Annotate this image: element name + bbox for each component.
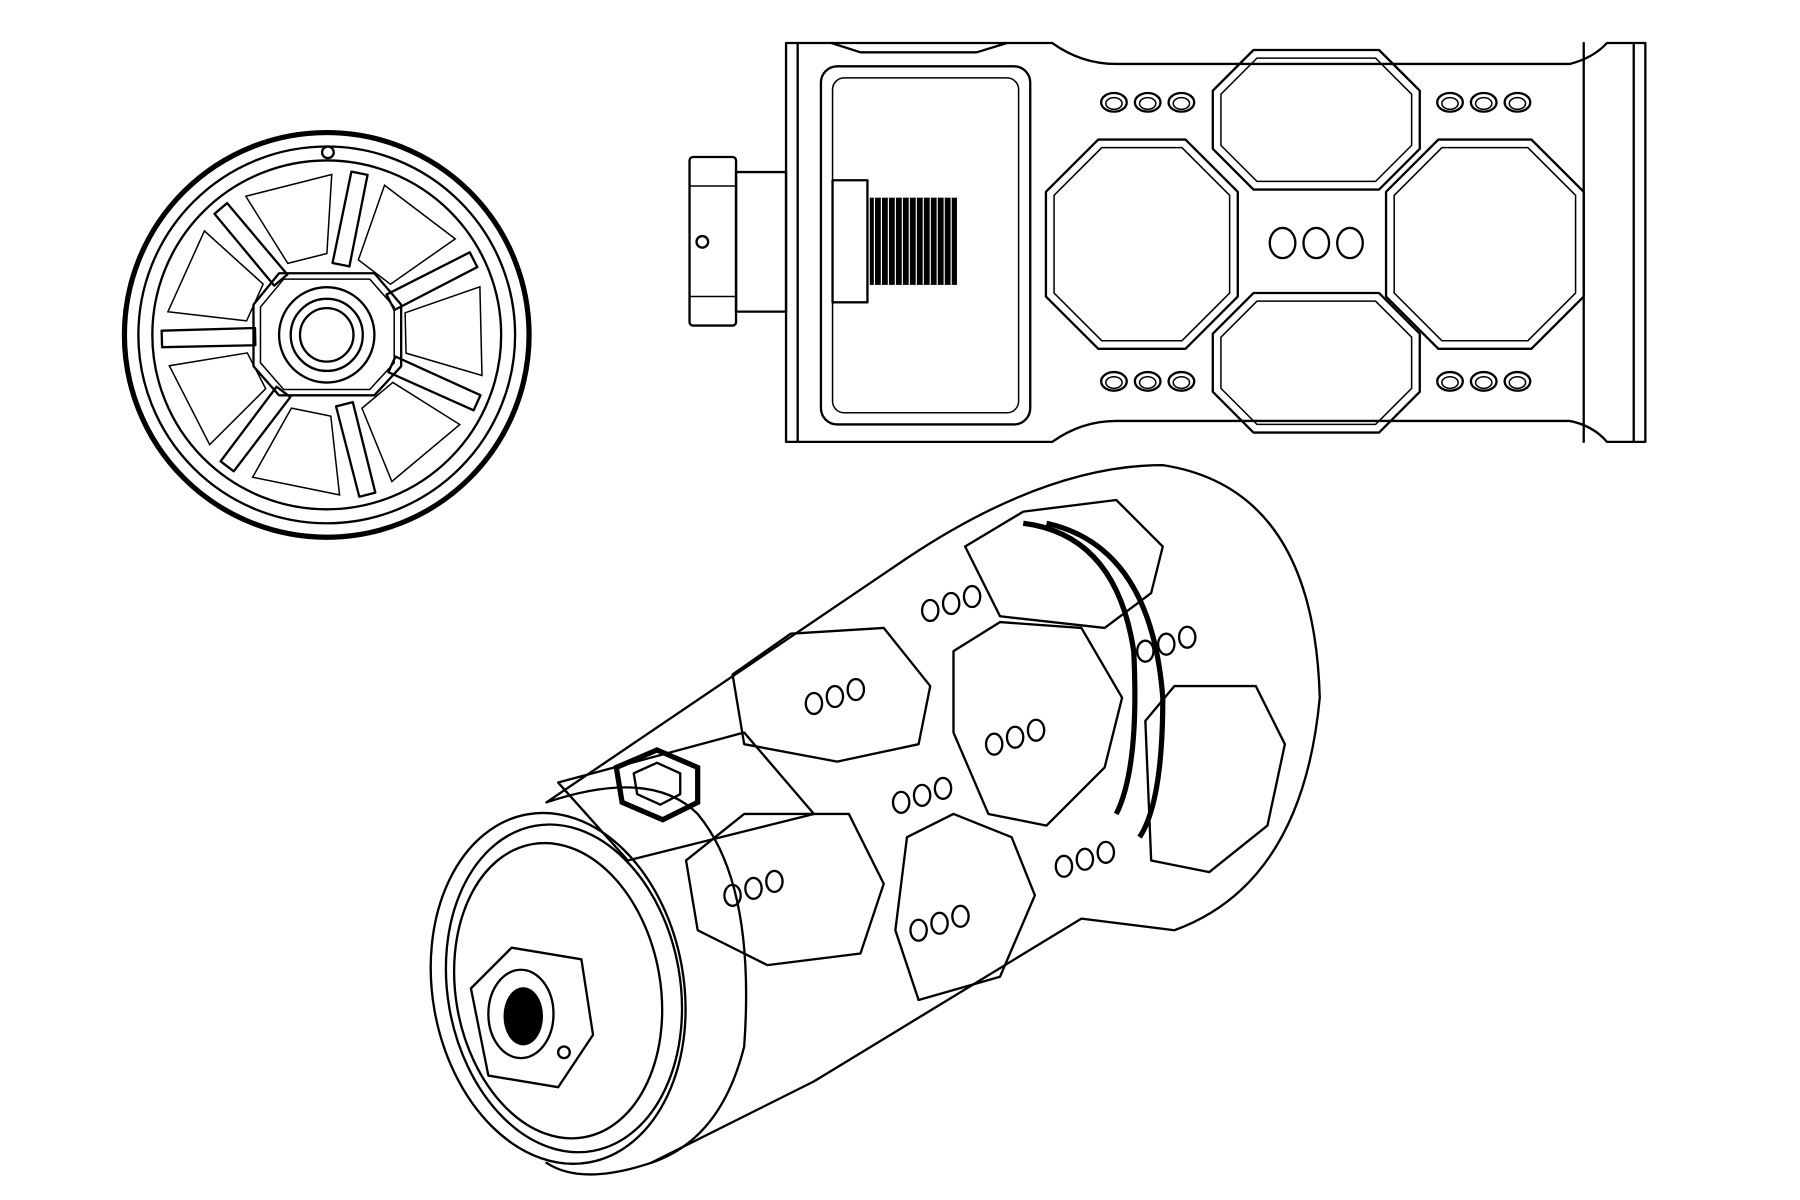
isometric-view — [429, 463, 1321, 1176]
spoke — [331, 170, 369, 268]
hole — [1136, 639, 1155, 663]
octagon-windows — [1044, 48, 1585, 434]
hole — [930, 911, 949, 935]
end-view — [121, 129, 532, 540]
hole — [1167, 91, 1196, 113]
spoke-pocket — [404, 285, 483, 377]
spoke — [160, 326, 257, 349]
spoke — [213, 201, 289, 287]
spoke — [334, 400, 377, 498]
hole — [912, 783, 932, 807]
hole — [825, 684, 845, 709]
hub-hex — [252, 272, 403, 397]
octagon-window — [1044, 138, 1239, 351]
spoke-pocket — [168, 352, 267, 446]
hole — [1156, 632, 1176, 656]
hole — [1469, 91, 1498, 113]
octagon-window — [1211, 291, 1421, 434]
hole — [723, 883, 742, 907]
hole — [846, 677, 866, 702]
hole — [1100, 370, 1128, 392]
hole — [1054, 854, 1074, 878]
spoke-pocket — [357, 184, 457, 286]
threaded-rod — [869, 197, 957, 285]
hole — [962, 584, 982, 609]
side-view — [688, 41, 1647, 444]
octagon-window — [1384, 138, 1585, 351]
hole — [1133, 370, 1162, 392]
spoke — [219, 385, 292, 473]
octagon-window — [1211, 48, 1421, 191]
hole — [933, 776, 953, 800]
hole — [984, 732, 1004, 756]
hole — [1005, 725, 1025, 749]
hole — [1100, 91, 1128, 113]
spoke — [385, 251, 479, 312]
hole — [909, 918, 928, 942]
hole — [1302, 226, 1331, 260]
hole — [1336, 226, 1364, 260]
hole — [765, 869, 784, 894]
hole — [1167, 370, 1196, 392]
hole — [744, 876, 763, 900]
spoke-pocket — [361, 381, 462, 483]
hole — [1503, 91, 1532, 113]
hole — [1075, 847, 1095, 871]
hole — [1133, 91, 1162, 113]
hole-rows — [1100, 91, 1532, 392]
hole — [951, 904, 970, 928]
hole — [920, 598, 940, 623]
hole — [1096, 840, 1116, 864]
hole — [1503, 370, 1532, 392]
hole — [1469, 370, 1498, 392]
spoke-pocket — [251, 407, 341, 496]
hole — [891, 790, 911, 814]
hole — [1026, 718, 1046, 742]
spoke-pocket — [166, 229, 265, 322]
hole — [1436, 91, 1464, 113]
hole — [941, 591, 961, 616]
hole — [804, 691, 824, 716]
hole — [1436, 370, 1464, 392]
wheel-spokes — [160, 170, 483, 498]
hole — [1268, 226, 1297, 260]
spoke-pocket — [244, 173, 333, 265]
hole — [1177, 625, 1197, 649]
